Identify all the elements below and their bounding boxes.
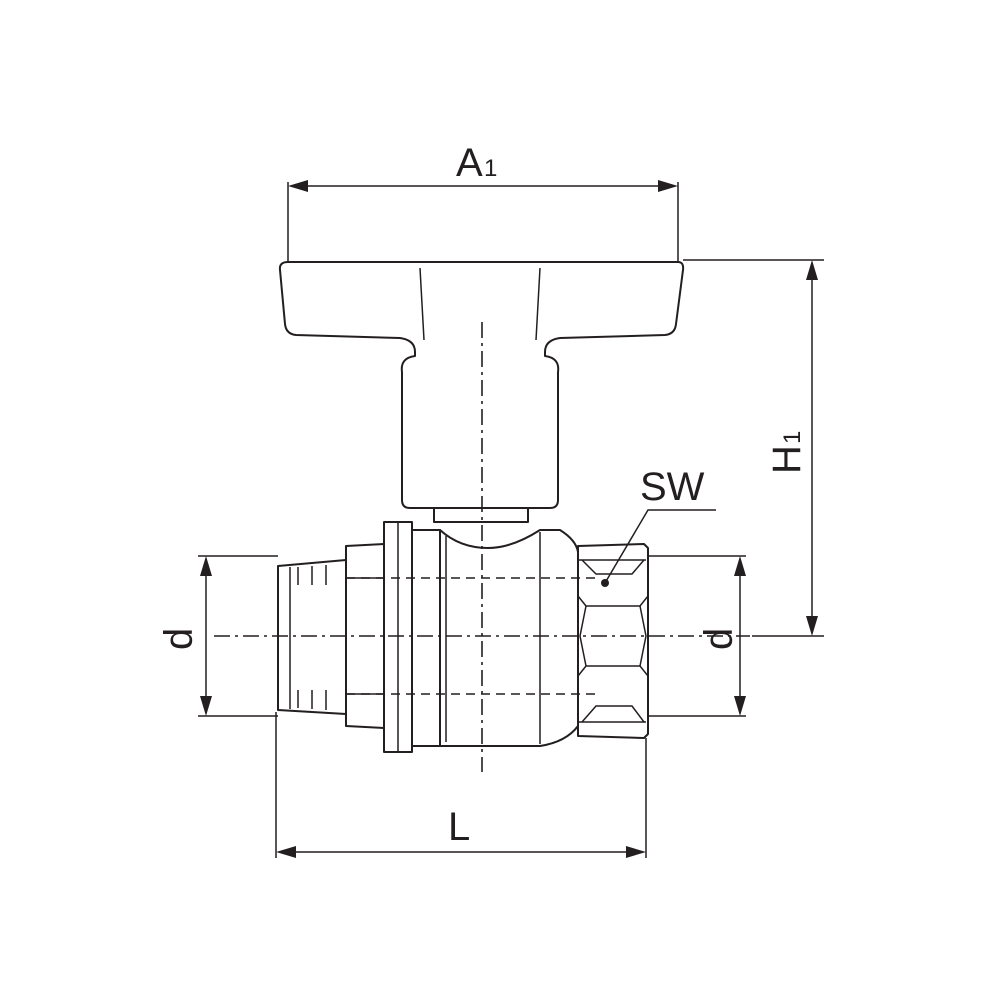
dimension-h1-label: H xyxy=(765,445,809,474)
dimension-sw: SW xyxy=(604,465,716,584)
hidden-bore-lines xyxy=(346,577,600,695)
dimension-sw-label: SW xyxy=(640,465,705,509)
dimension-h1-subscript: 1 xyxy=(779,431,806,444)
centerlines xyxy=(214,322,750,772)
flange-ring xyxy=(383,521,441,753)
dimension-d-left-label: d xyxy=(157,628,201,650)
dimension-h1: H 1 xyxy=(683,259,824,637)
dimension-a1: A 1 xyxy=(287,141,679,262)
dimension-d-right-label: d xyxy=(697,628,741,650)
dimension-a1-label: A xyxy=(456,141,483,185)
dimension-l: L xyxy=(275,712,647,858)
dimension-d-right: d xyxy=(648,555,746,717)
dimension-a1-subscript: 1 xyxy=(484,155,497,182)
male-thread xyxy=(277,559,347,715)
handle-stem xyxy=(433,507,529,523)
dimension-d-left: d xyxy=(157,555,278,717)
dimension-l-label: L xyxy=(448,805,470,849)
right-hex-nut xyxy=(577,543,649,739)
valve-body xyxy=(439,529,579,747)
